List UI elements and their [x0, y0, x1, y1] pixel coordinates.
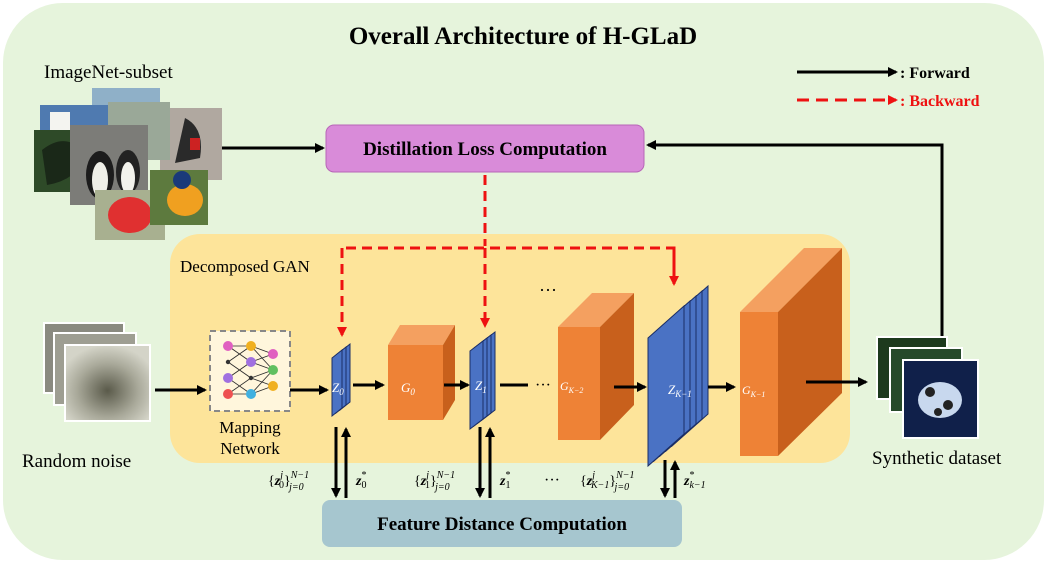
feature-star-z0-label: z*0	[355, 470, 366, 491]
backward-gradient-arrows	[337, 175, 679, 337]
random-noise-image-stack	[43, 322, 151, 422]
latent-z0-block	[331, 342, 351, 418]
feature-star-zk1-label: z*k−1	[683, 470, 706, 491]
random-noise-label: Random noise	[22, 451, 131, 472]
decomposed-gan-label: Decomposed GAN	[180, 257, 310, 276]
diagram-title: Overall Architecture of H-GLaD	[349, 23, 697, 50]
dataset-label: ImageNet-subset	[44, 62, 173, 83]
ellipsis-top: ···	[539, 280, 557, 300]
ellipsis-mid: ···	[535, 377, 551, 394]
feature-exchange-arrows	[331, 427, 680, 498]
mapping-network-label-line1: Mapping	[219, 418, 281, 437]
synthetic-dataset-label: Synthetic dataset	[872, 448, 1002, 469]
distillation-loss-label: Distillation Loss Computation	[363, 139, 607, 160]
feature-distance-label: Feature Distance Computation	[377, 514, 627, 535]
mapping-network-icon	[209, 330, 291, 412]
latent-zk1-label: ZK−1	[668, 382, 692, 399]
latent-z1-label: Z1	[475, 378, 487, 395]
ellipsis-bottom: ···	[544, 472, 560, 489]
generator-gk1-label: GK−1	[742, 383, 765, 399]
generator-gk1-block	[740, 248, 842, 456]
generator-g0-label: G0	[401, 380, 415, 397]
legend: : Forward : Backward	[797, 65, 980, 110]
feature-distance-box	[322, 500, 682, 547]
generator-g0-block	[388, 325, 455, 420]
legend-forward-label: : Forward	[900, 65, 970, 82]
generator-gk2-label: GK−2	[560, 379, 583, 395]
latent-z1-block	[469, 330, 496, 431]
distillation-loss-box	[325, 124, 645, 173]
legend-backward-label: : Backward	[900, 93, 980, 110]
generator-gk2-block	[558, 293, 634, 440]
mapping-network-label-line2: Network	[220, 439, 280, 458]
synthetic-to-distillation-arrow	[646, 140, 944, 337]
latent-zk1-block	[647, 284, 709, 468]
imagenet-image-collage	[34, 88, 222, 240]
feature-star-z1-label: z*1	[499, 470, 510, 491]
synthetic-dataset-image-stack	[876, 336, 979, 439]
latent-z0-label: Z0	[332, 380, 344, 397]
